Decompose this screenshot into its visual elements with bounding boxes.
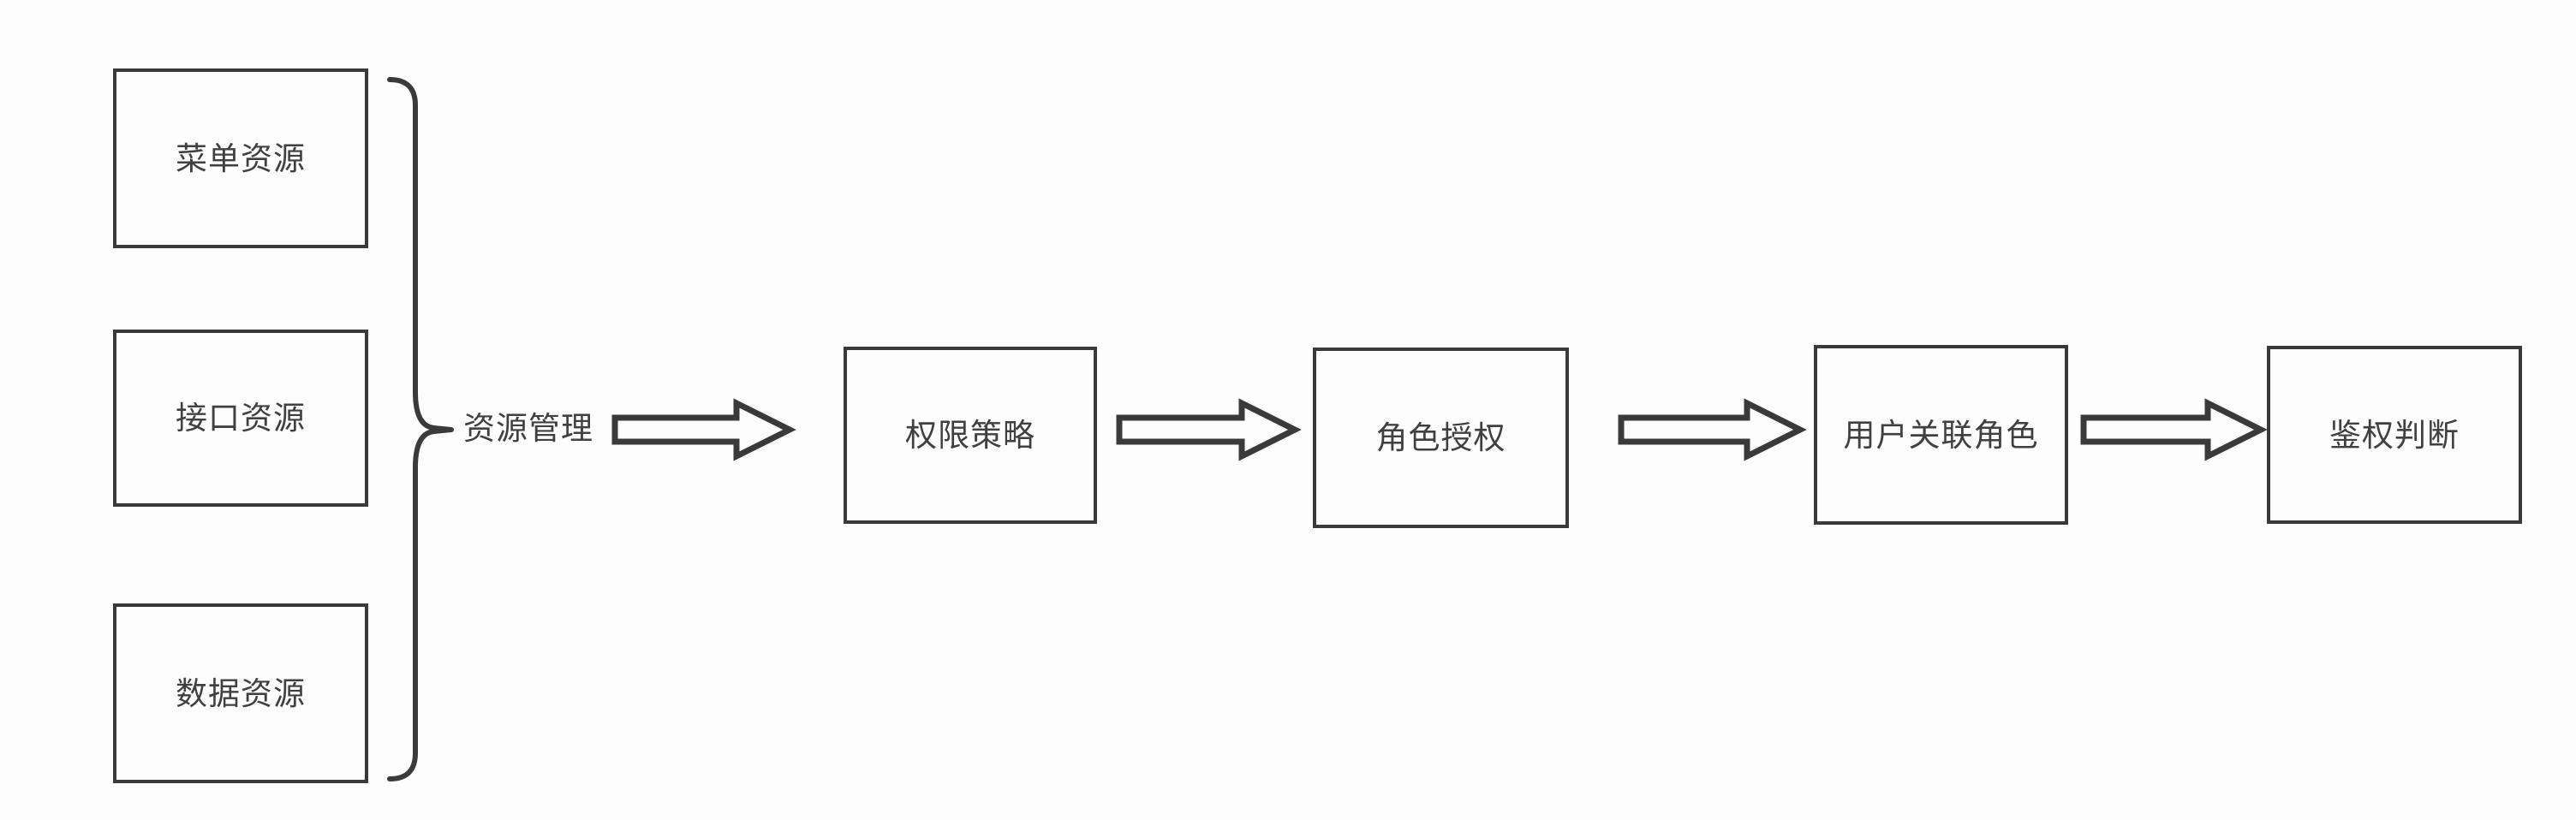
node-data-resource-label: 数据资源 (176, 674, 306, 712)
node-permission-policy-label: 权限策略 (905, 417, 1035, 454)
node-menu-resource-label: 菜单资源 (176, 140, 306, 177)
node-user-role-link[interactable]: 用户关联角色 (1814, 345, 2068, 525)
node-auth-decision[interactable]: 鉴权判断 (2267, 346, 2522, 524)
curly-brace-icon (387, 77, 454, 781)
node-data-resource[interactable]: 数据资源 (113, 603, 368, 783)
node-interface-resource-label: 接口资源 (176, 400, 306, 437)
arrow-resource-to-policy-icon (611, 398, 796, 461)
node-permission-policy[interactable]: 权限策略 (844, 347, 1097, 524)
node-menu-resource[interactable]: 菜单资源 (113, 68, 368, 248)
node-user-role-link-label: 用户关联角色 (1843, 416, 2039, 454)
node-role-grant[interactable]: 角色授权 (1313, 348, 1569, 528)
node-auth-decision-label: 鉴权判断 (2329, 416, 2460, 454)
node-role-grant-label: 角色授权 (1375, 419, 1506, 456)
arrow-userlink-to-decision-icon (2080, 398, 2268, 461)
arrow-role-to-userlink-icon (1618, 398, 1807, 461)
group-label-resource-management: 资源管理 (463, 409, 593, 447)
node-interface-resource[interactable]: 接口资源 (113, 330, 368, 507)
arrow-policy-to-role-icon (1116, 398, 1302, 461)
